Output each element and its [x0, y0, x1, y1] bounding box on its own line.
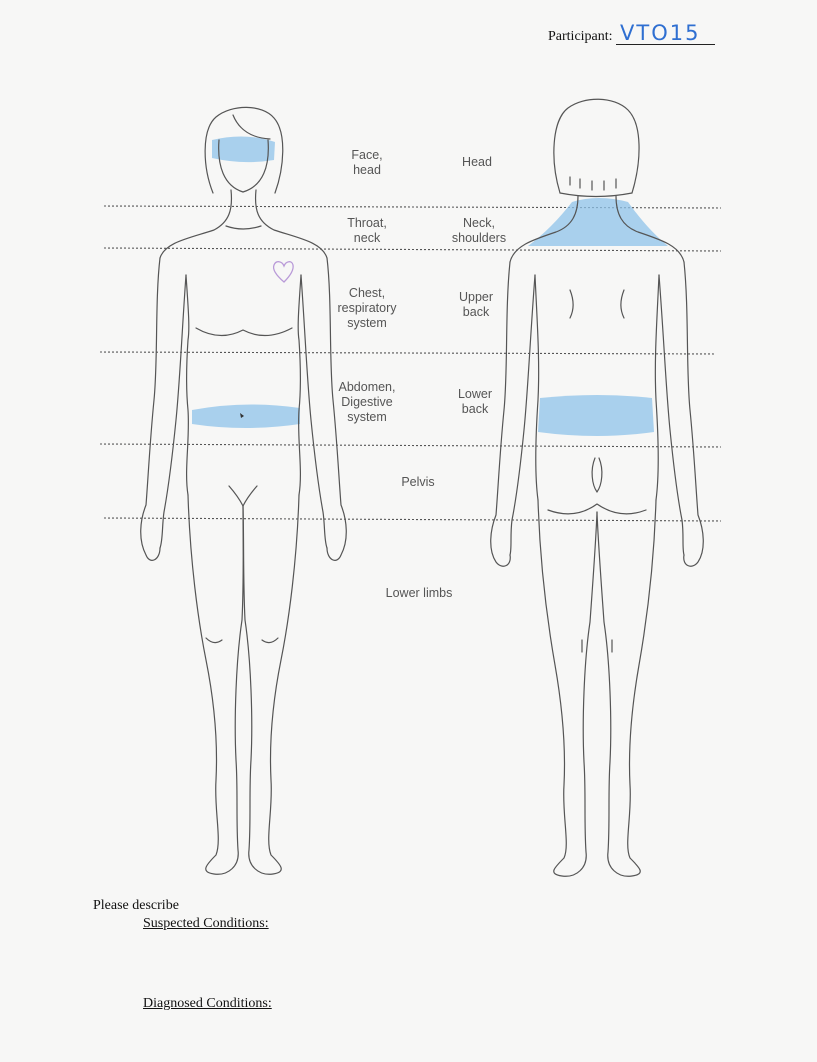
back-hair-bottom [560, 193, 632, 197]
back-right-leg [597, 500, 656, 876]
front-torso-left [186, 275, 189, 495]
separator-line [100, 352, 716, 354]
label-face-head: Face, head [312, 148, 422, 178]
front-left-leg [188, 495, 243, 874]
back-hair [554, 99, 639, 193]
back-left-leg [538, 500, 597, 876]
front-right-leg [243, 495, 299, 874]
back-torso-left [535, 275, 539, 500]
separator-line [100, 444, 721, 447]
describe-prompt: Please describe [93, 898, 179, 914]
back-hair-strands [570, 177, 616, 190]
front-left-arm-outer [141, 258, 160, 560]
label-lower-back: Lower back [420, 387, 530, 417]
front-chest-line [196, 328, 292, 336]
heart-icon [274, 262, 294, 282]
marking-face [212, 136, 275, 162]
label-head: Head [422, 155, 532, 170]
separator-line [104, 518, 721, 521]
front-left-shoulder [160, 190, 231, 258]
back-cleft [592, 458, 602, 492]
label-upper-back: Upper back [421, 290, 531, 320]
marking-lower-back [538, 395, 654, 436]
front-left-knee [206, 638, 222, 643]
label-throat-neck: Throat, neck [312, 216, 422, 246]
diagnosed-conditions-label: Diagnosed Conditions: [143, 996, 272, 1012]
region-separators [100, 206, 721, 521]
back-right-arm-inner [659, 275, 684, 555]
marking-abdomen [192, 404, 300, 428]
back-left-blade [570, 290, 573, 318]
label-chest: Chest, respiratory system [312, 286, 422, 331]
suspected-conditions-label: Suspected Conditions: [143, 916, 269, 932]
label-pelvis: Pelvis [363, 475, 473, 490]
front-right-knee [262, 638, 278, 643]
front-collarbone [226, 226, 261, 229]
separator-line [104, 248, 721, 251]
back-torso-right [655, 275, 659, 500]
front-torso-right [298, 275, 301, 495]
back-right-blade [621, 290, 624, 318]
front-pelvis-v [229, 486, 257, 506]
label-abdomen: Abdomen, Digestive system [312, 380, 422, 425]
front-left-arm-inner [160, 275, 186, 548]
label-neck-shoulders: Neck, shoulders [424, 216, 534, 246]
label-lower-limbs: Lower limbs [364, 586, 474, 601]
front-hair-part [233, 115, 270, 139]
marking-neck-shoulders [528, 198, 668, 246]
